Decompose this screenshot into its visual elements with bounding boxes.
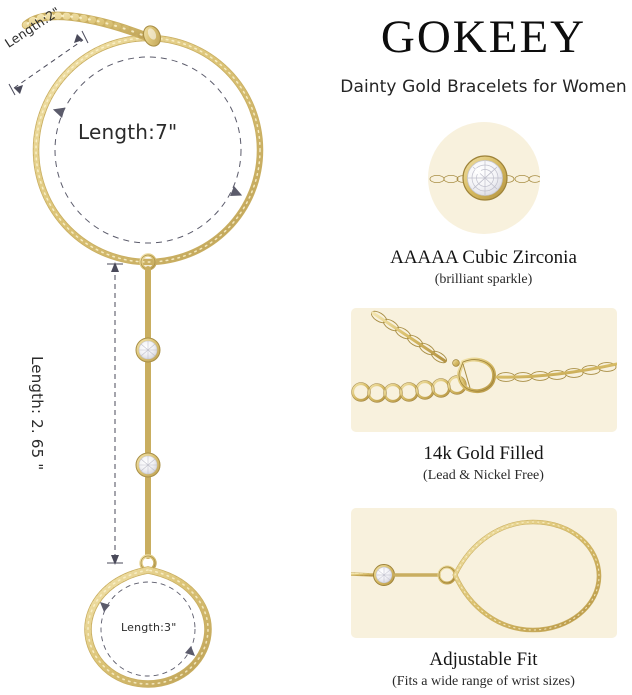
feature-caption-cubic-zirconia: AAAAA Cubic Zirconia bbox=[390, 247, 577, 268]
feature-gold-filled: 14k Gold Filled (Lead & Nickel Free) bbox=[335, 308, 632, 485]
feature-adjustable-fit: Adjustable Fit (Fits a wide range of wri… bbox=[335, 508, 632, 691]
product-info-panel: GOKEEY Dainty Gold Bracelets for Women bbox=[335, 0, 632, 695]
cubic-zirconia-stone-upper bbox=[135, 337, 161, 363]
wrist-bracelet-loop bbox=[32, 34, 264, 266]
feature-subcaption-adjustable-fit: (Fits a wide range of wrist sizes) bbox=[392, 674, 575, 689]
ring-measure-dashed-circle bbox=[100, 581, 196, 677]
finger-ring-loop bbox=[84, 566, 212, 688]
cubic-zirconia-stone-lower bbox=[135, 452, 161, 478]
feature-caption-gold-filled: 14k Gold Filled bbox=[423, 443, 544, 464]
dimension-label-drop: Length: 2. 65 " bbox=[28, 356, 46, 471]
extender-chain bbox=[21, 11, 155, 43]
clasp-and-extender-chain-photo bbox=[350, 308, 617, 432]
lobster-clasp-body bbox=[451, 357, 496, 394]
feature-cubic-zirconia: AAAAA Cubic Zirconia (brilliant sparkle) bbox=[335, 122, 632, 289]
dimension-label-ring: Length:3" bbox=[121, 621, 177, 634]
feature-subcaption-gold-filled: (Lead & Nickel Free) bbox=[423, 468, 544, 483]
brand-subtitle: Dainty Gold Bracelets for Women bbox=[340, 77, 627, 97]
bracelet-diagram-svg bbox=[8, 11, 264, 688]
lobster-clasp bbox=[142, 25, 162, 47]
ring-loop-adjustable-photo bbox=[350, 508, 617, 638]
dimension-label-bracelet: Length:7" bbox=[78, 120, 178, 144]
ring-loop-illustration bbox=[350, 519, 601, 633]
extender-dimension-line bbox=[8, 30, 89, 96]
wrist-measure-dashed-circle bbox=[52, 56, 243, 244]
clasp-illustration bbox=[350, 310, 617, 403]
feature-caption-adjustable-fit: Adjustable Fit bbox=[429, 649, 538, 670]
cubic-zirconia-closeup-photo bbox=[427, 122, 540, 234]
brand-title: GOKEEY bbox=[380, 11, 587, 63]
drop-dimension-line bbox=[107, 262, 123, 565]
cz-closeup-illustration bbox=[427, 155, 540, 201]
bracelet-diagram-panel: Length:2" Length:7" Length: 2. 65 " Leng… bbox=[2, 4, 264, 688]
feature-subcaption-cubic-zirconia: (brilliant sparkle) bbox=[434, 272, 533, 287]
